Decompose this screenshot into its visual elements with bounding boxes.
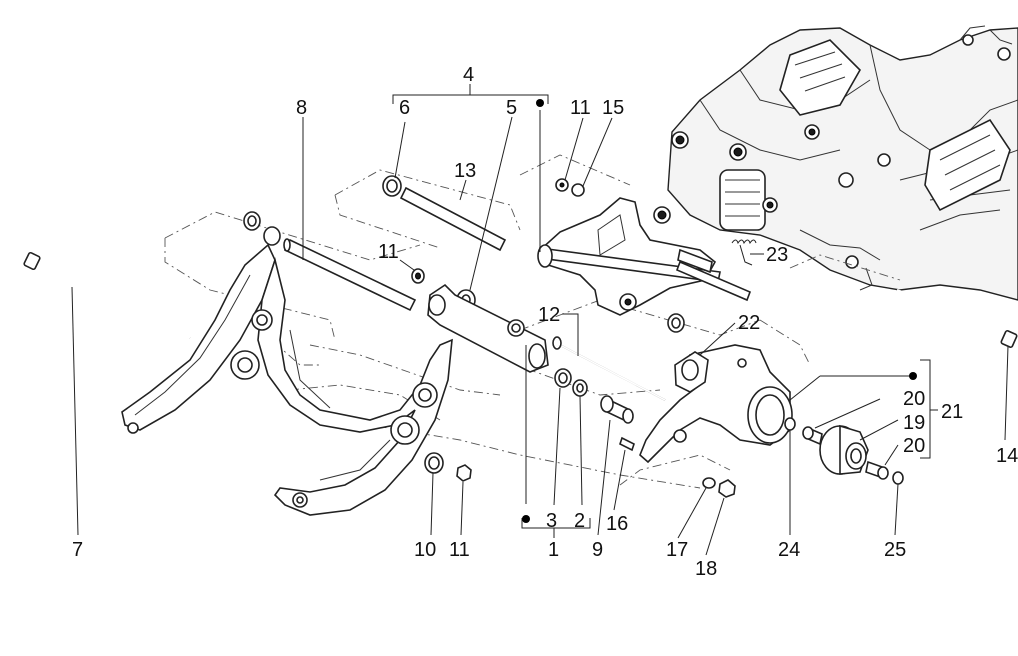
label-19: 19 [903, 412, 925, 434]
washers-top [555, 178, 585, 197]
label-12: 12 [538, 304, 560, 326]
bush-20-left [802, 426, 823, 446]
label-21: 21 [941, 401, 963, 423]
label-9: 9 [592, 539, 603, 561]
washer-11-mid [411, 268, 425, 284]
label-13: 13 [454, 160, 476, 182]
silent-block-19 [819, 424, 869, 475]
kit-dot-icon [536, 99, 544, 107]
label-4: 4 [463, 64, 474, 86]
label-6: 6 [399, 97, 410, 119]
label-18: 18 [695, 558, 717, 580]
label-3: 3 [546, 510, 557, 532]
label-5: 5 [506, 97, 517, 119]
kit-dot-icon [522, 515, 530, 523]
nut-11-bottom [456, 464, 472, 482]
label-24: 24 [778, 539, 800, 561]
support-bracket [639, 344, 793, 464]
washer-10 [424, 452, 444, 474]
damper-22 [674, 351, 709, 393]
swing-arm-frame [121, 243, 453, 516]
label-22: 22 [738, 312, 760, 334]
label-7: 7 [72, 539, 83, 561]
bushing-right-of-bracket [667, 313, 685, 333]
label-11-mid: 11 [378, 241, 399, 263]
kit-markers [522, 99, 917, 523]
bushing-3 [554, 368, 572, 388]
engine-assembly [653, 25, 1018, 301]
bush-20-right [865, 460, 889, 480]
label-11-bottom: 11 [449, 539, 470, 561]
kit-dot-icon [909, 372, 917, 380]
label-20-bottom: 20 [903, 435, 925, 457]
part-labels: 4 6 5 11 15 8 13 11 23 12 22 20 21 19 20… [72, 64, 1018, 580]
shaft-8 [283, 238, 417, 312]
nut-18 [718, 479, 736, 498]
label-10: 10 [414, 539, 436, 561]
label-17: 17 [666, 539, 688, 561]
linkage-bracket [537, 197, 752, 316]
bolt-14 [896, 288, 1018, 348]
rocker-arm [427, 283, 549, 373]
label-23: 23 [766, 244, 788, 266]
spring-23 [731, 239, 757, 266]
washer-near-12 [507, 319, 525, 337]
shaft-13 [399, 186, 507, 252]
spacer-9 [600, 395, 634, 424]
washer-2 [572, 379, 588, 397]
bolt-12 [552, 336, 666, 401]
label-14: 14 [996, 445, 1018, 467]
washer-17 [702, 477, 716, 489]
bolt-7 [23, 251, 191, 340]
washer-24 [784, 417, 796, 431]
label-11-top: 11 [570, 97, 591, 119]
label-1: 1 [548, 539, 559, 561]
bushings-left [243, 211, 281, 246]
label-8: 8 [296, 97, 307, 119]
label-2: 2 [574, 510, 585, 532]
label-16: 16 [606, 513, 628, 535]
label-15: 15 [602, 97, 624, 119]
bushing-6 [382, 175, 402, 197]
label-20-top: 20 [903, 388, 925, 410]
label-25: 25 [884, 539, 906, 561]
leader-lines [71, 84, 1009, 556]
bolt-16 [619, 436, 635, 452]
washer-25 [892, 471, 904, 485]
